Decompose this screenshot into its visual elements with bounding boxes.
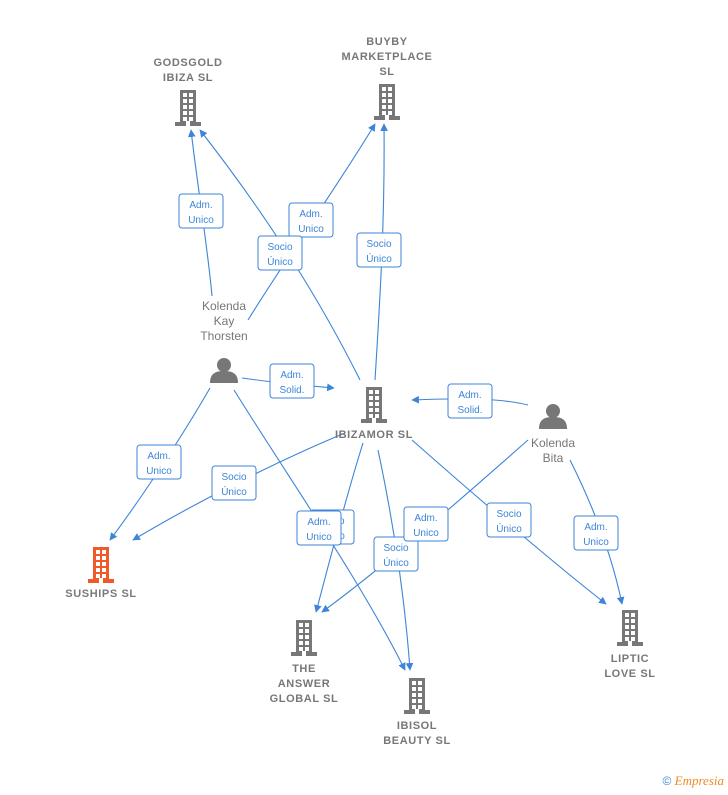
edge-label-box xyxy=(136,444,182,480)
edge-label-text: Único xyxy=(366,252,392,265)
edge-label-box xyxy=(296,510,342,546)
building-icon xyxy=(617,610,643,646)
node-label-line: ANSWER xyxy=(278,678,331,690)
edge-label[interactable]: Adm. Unico xyxy=(136,444,182,480)
edge-label-text: Adm. xyxy=(189,200,212,211)
edge-label-text: Socio xyxy=(221,472,246,483)
node-label-line: SL xyxy=(379,66,394,78)
node-label-line: Kolenda xyxy=(202,299,246,313)
edge-label-box xyxy=(356,232,402,268)
node-label-line: LIPTIC xyxy=(611,653,649,665)
copyright-symbol: © xyxy=(662,774,672,788)
node-label-line: IBIZA SL xyxy=(163,72,213,84)
company-node-ibisol[interactable]: IBISOL BEAUTY SL xyxy=(383,678,451,747)
brand-logo-text[interactable]: Empresia xyxy=(674,773,724,788)
edge-label-text: Adm. xyxy=(147,451,170,462)
edge-label-text: Adm. xyxy=(280,370,303,381)
edge-label-text: Solid. xyxy=(457,405,482,416)
edge-label[interactable]: Adm. Unico xyxy=(573,515,619,551)
building-icon xyxy=(88,547,114,583)
footer-credit: © Empresia xyxy=(662,773,724,789)
node-label-line: Thorsten xyxy=(200,329,247,343)
edge-label-text: Socio xyxy=(267,242,292,253)
edge-label-text: Único xyxy=(221,485,247,498)
edge-label-text: Adm. xyxy=(307,517,330,528)
edge-label-box xyxy=(211,465,257,501)
edge-label[interactable]: Adm. Solid. xyxy=(269,363,315,399)
node-label-line: GODSGOLD xyxy=(154,57,223,69)
company-node-answer[interactable]: THE ANSWER GLOBAL SL xyxy=(270,620,339,705)
node-label-line: Kay xyxy=(214,314,235,328)
edge-label-box xyxy=(447,383,493,419)
edge-label-box xyxy=(573,515,619,551)
edge-label-text: Único xyxy=(383,556,409,569)
node-label-line: GLOBAL SL xyxy=(270,693,339,705)
edge-label-text: Único xyxy=(267,255,293,268)
edge-label-text: Adm. xyxy=(414,513,437,524)
edge-label-box xyxy=(373,536,419,572)
edge-label-text: Socio xyxy=(366,239,391,250)
company-node-godsgold[interactable]: GODSGOLD IBIZA SL xyxy=(154,57,223,126)
building-icon xyxy=(404,678,430,714)
company-node-buyby[interactable]: BUYBY MARKETPLACE SL xyxy=(342,36,433,120)
edge-label-text: Unico xyxy=(583,537,609,548)
edge-label-text: Socio xyxy=(383,543,408,554)
node-label-line: Bita xyxy=(543,451,564,465)
edge-label-text: Único xyxy=(496,522,522,535)
edge-label-text: Unico xyxy=(298,224,324,235)
building-icon xyxy=(374,84,400,120)
edge-label[interactable]: Adm. Unico xyxy=(403,506,449,542)
edge-label-box xyxy=(288,202,334,238)
edge-label-text: Unico xyxy=(146,466,172,477)
edge-label-box xyxy=(486,502,532,538)
building-icon xyxy=(175,90,201,126)
node-label-line: LOVE SL xyxy=(604,668,655,680)
edge-label-text: Adm. xyxy=(299,209,322,220)
node-label-line: SUSHIPS SL xyxy=(65,588,136,600)
edge-label-text: Unico xyxy=(188,215,214,226)
node-label-line: Kolenda xyxy=(531,436,575,450)
edge-label[interactable]: Adm. Solid. xyxy=(447,383,493,419)
building-icon xyxy=(361,387,387,423)
node-label-line: BUYBY xyxy=(366,36,408,48)
node-label-line: MARKETPLACE xyxy=(342,51,433,63)
node-label-line: IBIZAMOR SL xyxy=(335,429,413,441)
edge-label[interactable]: Adm. Unico xyxy=(288,202,334,238)
edge-label[interactable]: Adm. Unico xyxy=(296,510,342,546)
edge-label[interactable]: Adm. Unico xyxy=(178,193,224,229)
edge-labels: Adm.UnicoAdm.UnicoSocioÚnicoSocioÚnicoAd… xyxy=(136,193,619,572)
person-icon xyxy=(210,358,238,383)
edge-label-box xyxy=(403,506,449,542)
edge-label-text: Adm. xyxy=(584,522,607,533)
node-label-line: IBISOL xyxy=(397,720,437,732)
company-node-liptic[interactable]: LIPTIC LOVE SL xyxy=(604,610,655,680)
edge-label-box xyxy=(257,235,303,271)
node-label-line: THE xyxy=(292,663,316,675)
building-icon xyxy=(291,620,317,656)
edge-label-text: Unico xyxy=(413,528,439,539)
edge-label-text: Unico xyxy=(306,532,332,543)
edge-label-box xyxy=(178,193,224,229)
edge-label-text: Socio xyxy=(496,509,521,520)
node-label-line: BEAUTY SL xyxy=(383,735,451,747)
company-node-ibizamor[interactable]: IBIZAMOR SL xyxy=(335,387,413,441)
edge-label-text: Solid. xyxy=(279,385,304,396)
person-icon xyxy=(539,404,567,429)
edge-label-box xyxy=(269,363,315,399)
company-node-suships[interactable]: SUSHIPS SL xyxy=(65,547,136,600)
nodes: GODSGOLD IBIZA SL BUYBY MARKETPLACE SL IBIZAM… xyxy=(65,36,655,747)
edge-label-text: Adm. xyxy=(458,390,481,401)
